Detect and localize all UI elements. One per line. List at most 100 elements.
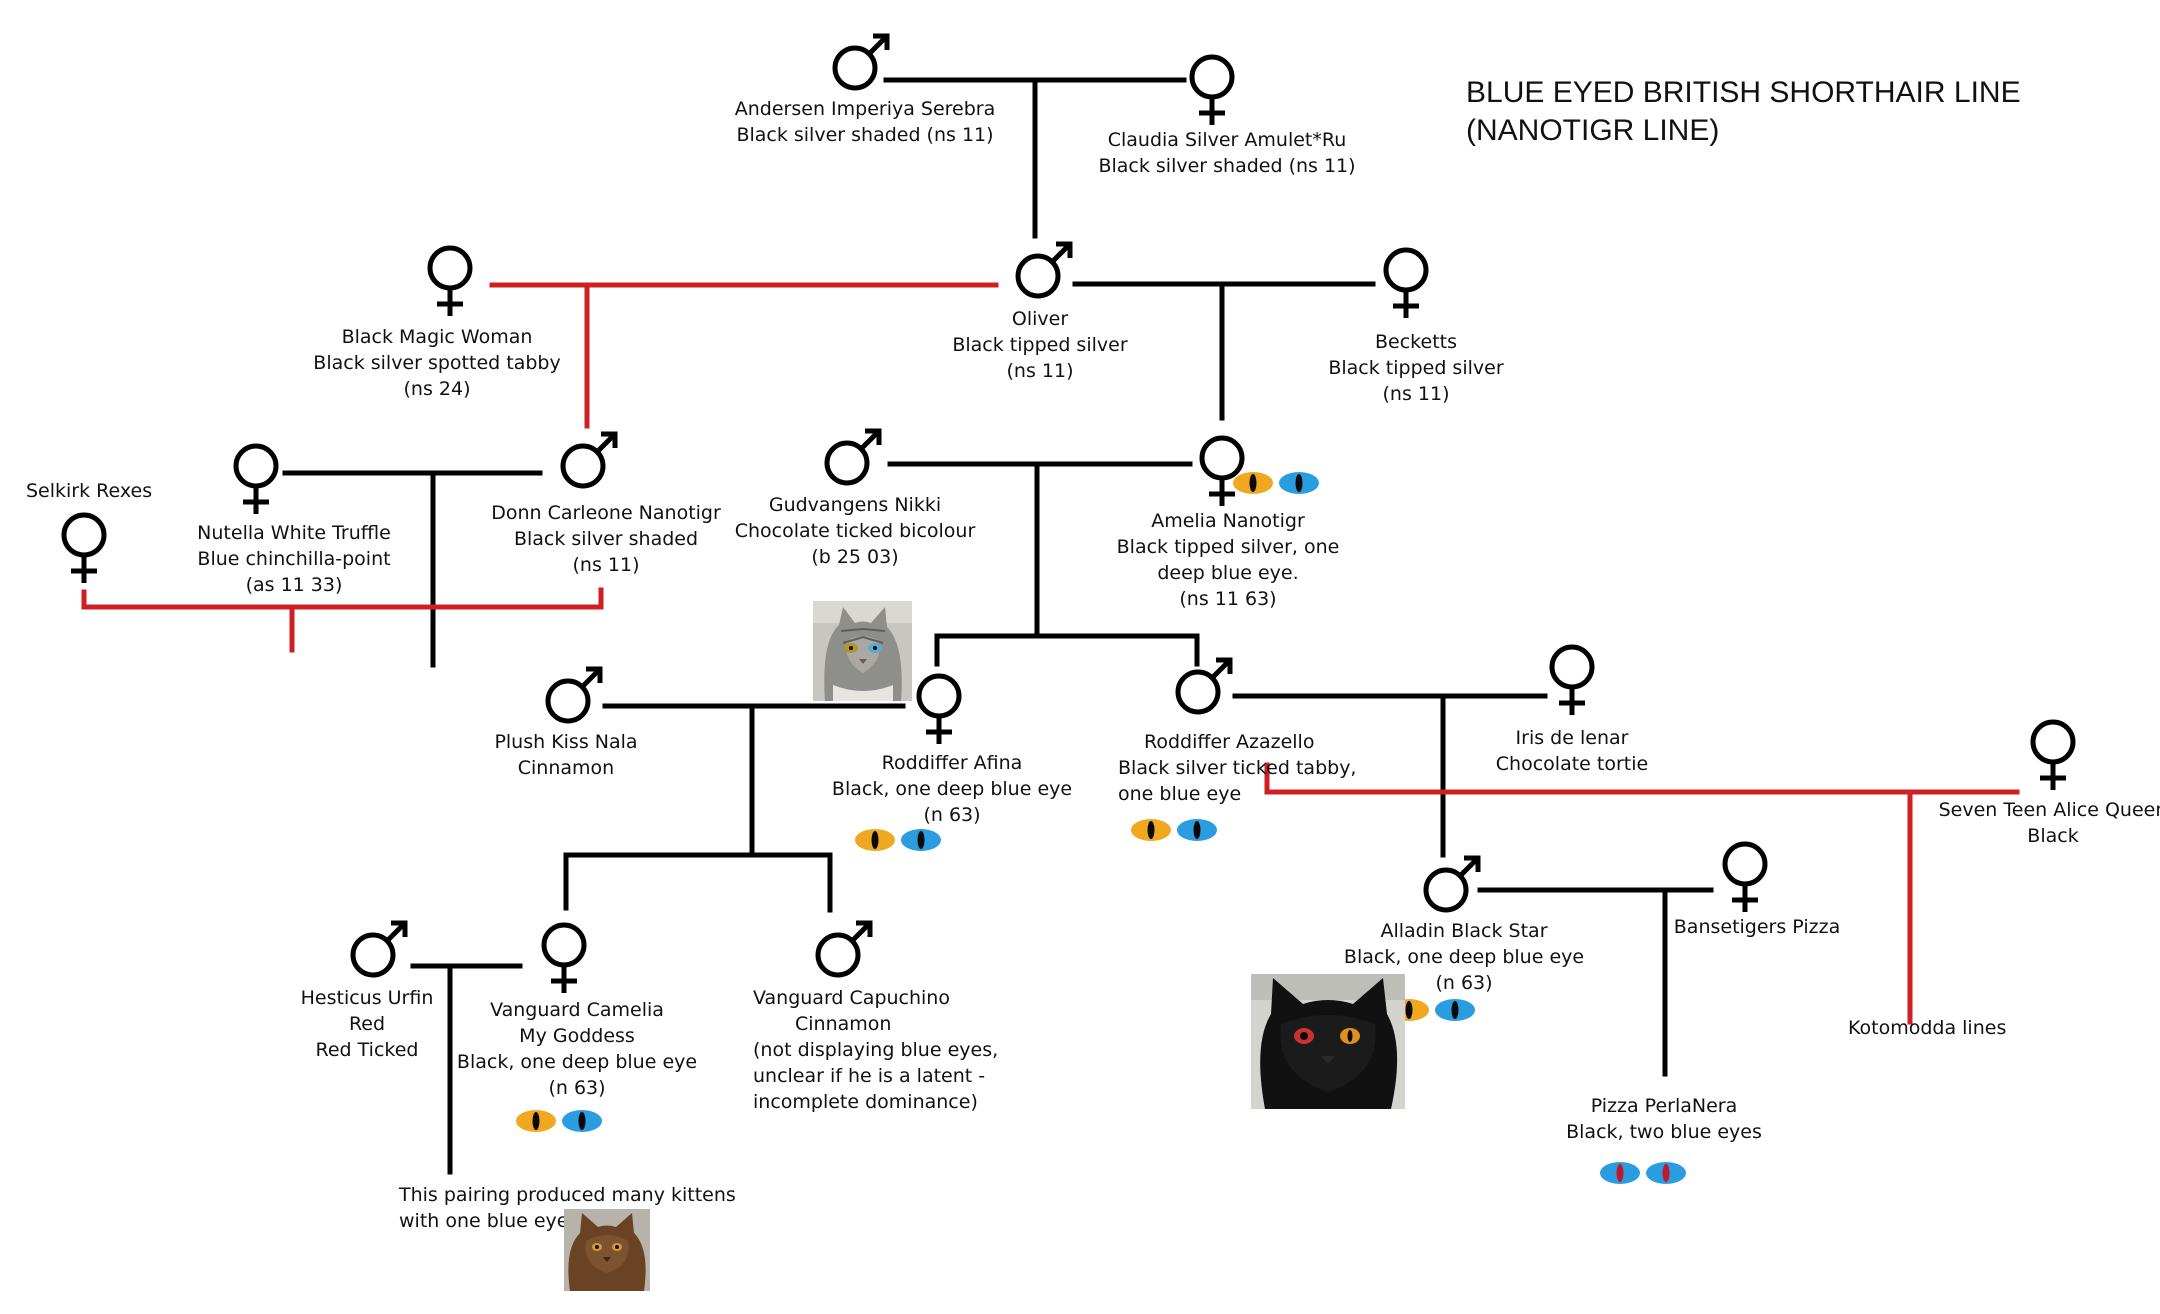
- alladin-photo: [1251, 974, 1405, 1109]
- eye-indicator-icon: [855, 829, 895, 851]
- pairing-note: This pairing produced many kittens with …: [399, 1182, 736, 1234]
- cat-name: Claudia Silver Amulet*Ru: [1107, 129, 1347, 151]
- cat-name: Pizza PerlaNera: [1590, 1095, 1738, 1117]
- cat-name-cont: My Goddess: [519, 1025, 635, 1047]
- cat-description: Black silver spotted tabby: [313, 352, 561, 374]
- cat-label-bansetigers: Bansetigers Pizza: [1674, 914, 1840, 940]
- cat-name: Hesticus Urfin: [300, 987, 434, 1009]
- cat-genotype: (ns 11): [572, 554, 640, 576]
- cat-label-oliver: Oliver Black tipped silver (ns 11): [952, 306, 1127, 384]
- cat-genotype: (ns 11 63): [1179, 588, 1277, 610]
- female-symbol-icon-seven-teen: [2030, 719, 2076, 790]
- female-symbol-icon-bansetigers: [1722, 841, 1768, 912]
- eye-indicator-icon: [516, 1110, 556, 1132]
- cat-label-pizza-perlanera: Pizza PerlaNera Black, two blue eyes: [1566, 1093, 1762, 1145]
- female-symbol-icon-claudia: [1189, 54, 1235, 125]
- cat-description: Cinnamon: [795, 1013, 892, 1035]
- female-symbol-icon-amelia: [1199, 435, 1245, 506]
- cat-description: Black tipped silver, one: [1116, 536, 1340, 558]
- cat-description: Black: [2027, 825, 2079, 847]
- female-symbol-icon-afina: [916, 673, 962, 744]
- cat-genotype: (n 63): [1435, 972, 1493, 994]
- cat-description-cont: one blue eye: [1118, 783, 1242, 805]
- cat-description: Black tipped silver: [1328, 357, 1504, 379]
- female-symbol-icon-iris: [1549, 644, 1595, 715]
- cat-label-azazello: Roddiffer Azazello Black silver ticked t…: [1118, 729, 1356, 807]
- female-symbol-icon-becketts: [1383, 247, 1429, 318]
- cat-name: Amelia Nanotigr: [1151, 510, 1305, 532]
- male-symbol-icon-plush: [545, 666, 603, 724]
- cat-label-seven-teen: Seven Teen Alice Queen Black: [1939, 797, 2160, 849]
- cat-label-donn: Donn Carleone Nanotigr Black silver shad…: [491, 500, 721, 578]
- diagram-title: BLUE EYED BRITISH SHORTHAIR LINE (NANOTI…: [1466, 74, 2021, 150]
- cat-description: Chocolate ticked bicolour: [734, 520, 976, 542]
- cat-description: Black tipped silver: [952, 334, 1128, 356]
- eye-indicator-icon: [1646, 1162, 1686, 1184]
- cat-description-cont: deep blue eye.: [1157, 562, 1299, 584]
- female-symbol-icon-camelia: [541, 922, 587, 993]
- cat-label-andersen: Andersen Imperiya Serebra Black silver s…: [735, 96, 996, 148]
- note-text: This pairing produced many kittens: [399, 1184, 736, 1206]
- cat-note-cont: unclear if he is a latent -: [753, 1065, 986, 1087]
- cat-label-becketts: Becketts Black tipped silver (ns 11): [1328, 329, 1503, 407]
- cat-genotype: (n 63): [548, 1077, 606, 1099]
- title-line-1: BLUE EYED BRITISH SHORTHAIR LINE: [1466, 76, 2021, 109]
- cat-label-claudia: Claudia Silver Amulet*Ru Black silver sh…: [1098, 127, 1355, 179]
- eye-indicator-icon: [1435, 999, 1475, 1021]
- cat-name: Black Magic Woman: [341, 326, 533, 348]
- female-symbol-icon-nutella: [233, 443, 279, 514]
- cat-genotype: (ns 11): [1006, 360, 1074, 382]
- eye-indicator-icon: [1279, 472, 1319, 494]
- kotomodda-note: Kotomodda lines: [1848, 1015, 2006, 1041]
- male-symbol-icon-alladin: [1423, 855, 1481, 913]
- cat-name: Gudvangens Nikki: [768, 494, 942, 516]
- cat-label-nutella: Nutella White Truffle Blue chinchilla-po…: [197, 520, 391, 598]
- cat-description: Black, one deep blue eye: [1343, 946, 1585, 968]
- cat-description: Black, one deep blue eye: [831, 778, 1073, 800]
- female-symbol-icon-black-magic-woman: [427, 245, 473, 316]
- cat-label-selkirk-rexes: Selkirk Rexes: [26, 478, 152, 504]
- female-symbol-icon-selkirk: [61, 512, 107, 583]
- cat-note-cont: incomplete dominance): [753, 1091, 978, 1113]
- cat-label-hesticus: Hesticus Urfin Red Red Ticked: [301, 985, 434, 1063]
- cat-description: Black silver shaded (ns 11): [1098, 155, 1356, 177]
- cat-label-capuchino: Vanguard Capuchino Cinnamon (not display…: [753, 985, 998, 1115]
- male-symbol-icon-andersen: [832, 33, 890, 91]
- cat-name: Becketts: [1375, 331, 1457, 353]
- title-line-2: (NANOTIGR LINE): [1466, 114, 1720, 147]
- cat-name: Nutella White Truffle: [197, 522, 391, 544]
- cat-label-iris: Iris de lenar Chocolate tortie: [1496, 725, 1648, 777]
- cat-name: Selkirk Rexes: [26, 480, 153, 502]
- male-symbol-icon-hesticus: [350, 920, 408, 978]
- cat-description: Cinnamon: [517, 757, 615, 779]
- cat-note: (not displaying blue eyes,: [753, 1039, 999, 1061]
- cat-label-amelia: Amelia Nanotigr Black tipped silver, one…: [1117, 508, 1340, 612]
- male-symbol-icon-oliver: [1015, 241, 1073, 299]
- cat-description: Blue chinchilla-point: [197, 548, 391, 570]
- cat-name: Roddiffer Azazello: [1144, 731, 1315, 753]
- cat-description: Black, one deep blue eye: [456, 1051, 698, 1073]
- cat-label-plush: Plush Kiss Nala Cinnamon: [494, 729, 637, 781]
- cat-name: Bansetigers Pizza: [1673, 916, 1841, 938]
- eye-indicator-icon: [562, 1110, 602, 1132]
- eye-indicator-icon: [1177, 819, 1217, 841]
- cat-name: Alladin Black Star: [1380, 920, 1548, 942]
- eye-indicator-icon: [1131, 819, 1171, 841]
- cat-name: Oliver: [1011, 308, 1069, 330]
- cat-name: Roddiffer Afina: [881, 752, 1023, 774]
- cat-description: Black silver shaded: [513, 528, 699, 550]
- cat-description: Black, two blue eyes: [1566, 1121, 1762, 1143]
- cat-description: Chocolate tortie: [1495, 753, 1649, 775]
- cat-genotype: (b 25 03): [811, 546, 899, 568]
- cat-label-gudvangens: Gudvangens Nikki Chocolate ticked bicolo…: [735, 492, 976, 570]
- male-symbol-icon-gudvangens: [824, 428, 882, 486]
- cat-name: Iris de lenar: [1515, 727, 1629, 749]
- cat-genotype: (as 11 33): [245, 574, 343, 596]
- note-text: Kotomodda lines: [1848, 1017, 2007, 1039]
- cat-name: Seven Teen Alice Queen: [1938, 799, 2160, 821]
- kitten-photo: [564, 1209, 650, 1291]
- cat-label-alladin: Alladin Black Star Black, one deep blue …: [1344, 918, 1584, 996]
- cat-label-black-magic-woman: Black Magic Woman Black silver spotted t…: [313, 324, 560, 402]
